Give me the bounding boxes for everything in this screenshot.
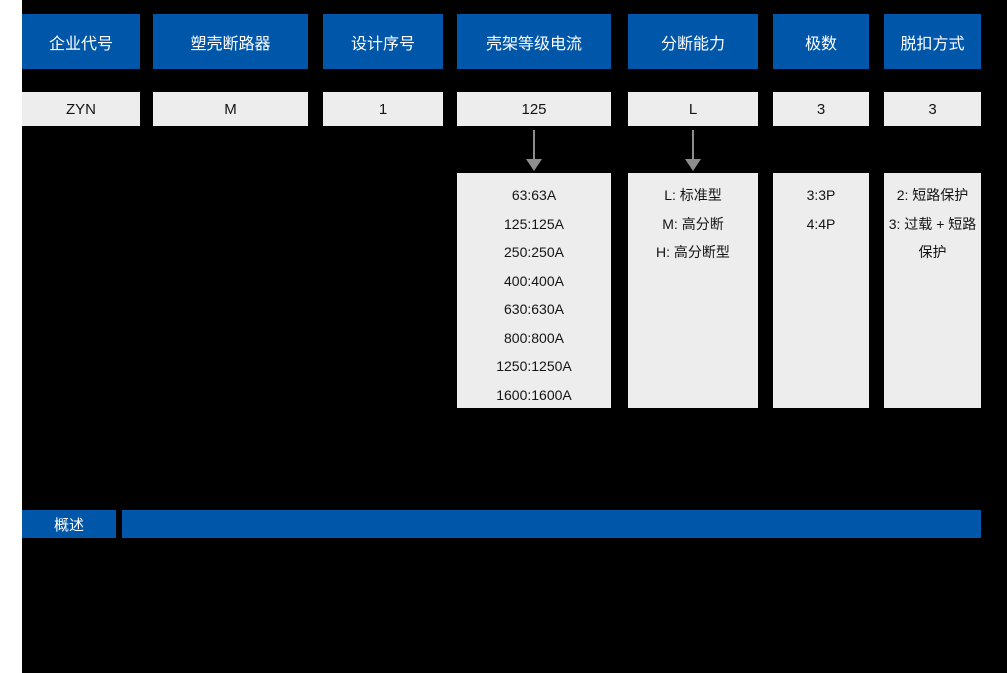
- options-box: 2: 短路保护 3: 过载 + 短路保护: [884, 173, 981, 408]
- column-value: ZYN: [22, 92, 140, 126]
- option-item: 3:3P: [806, 187, 836, 203]
- model-code-column: 脱扣方式 3 2: 短路保护 3: 过载 + 短路保护: [884, 0, 981, 673]
- model-code-column: 塑壳断路器 M: [153, 0, 308, 673]
- column-value: 3: [773, 92, 869, 126]
- option-item: 400:400A: [504, 272, 564, 289]
- section-header-bar: [122, 510, 981, 538]
- column-value: L: [628, 92, 758, 126]
- option-item: 250:250A: [504, 244, 564, 260]
- model-code-column: 极数 3 3:3P 4:4P: [773, 0, 869, 673]
- column-header: 企业代号: [22, 14, 140, 69]
- column-header: 极数: [773, 14, 869, 69]
- options-box: 3:3P 4:4P: [773, 173, 869, 408]
- column-value: M: [153, 92, 308, 126]
- column-header: 分断能力: [628, 14, 758, 69]
- model-code-column: 分断能力 L L: 标准型 M: 高分断 H: 高分断型: [628, 0, 758, 673]
- option-item: 630:630A: [504, 301, 564, 317]
- down-arrow-icon: [685, 130, 701, 171]
- column-header: 脱扣方式: [884, 14, 981, 69]
- options-box: 63:63A 125:125A 250:250A 400:400A 630:630A 80…: [457, 173, 611, 408]
- column-value: 3: [884, 92, 981, 126]
- option-item: 3: 过载 + 短路保护: [888, 215, 977, 261]
- model-code-column: 设计序号 1: [323, 0, 443, 673]
- column-header: 设计序号: [323, 14, 443, 69]
- column-value: 125: [457, 92, 611, 126]
- option-item: 2: 短路保护: [896, 187, 969, 203]
- option-item: 63:63A: [511, 187, 557, 203]
- model-code-column: 壳架等级电流 125 63:63A 125:125A 250:250A 400:400…: [457, 0, 611, 673]
- page-left-margin: [0, 0, 22, 673]
- option-item: 4:4P: [806, 215, 836, 232]
- option-item: 1600:1600A: [496, 386, 572, 403]
- tab-overview[interactable]: 概述: [22, 510, 116, 538]
- column-header: 塑壳断路器: [153, 14, 308, 69]
- down-arrow-icon: [526, 130, 542, 171]
- column-value: 1: [323, 92, 443, 126]
- option-item: L: 标准型: [664, 187, 722, 203]
- option-item: 800:800A: [504, 329, 564, 346]
- option-item: M: 高分断: [662, 215, 724, 232]
- option-item: H: 高分断型: [656, 244, 730, 260]
- option-item: 125:125A: [504, 215, 564, 232]
- options-box: L: 标准型 M: 高分断 H: 高分断型: [628, 173, 758, 408]
- model-code-column: 企业代号 ZYN: [22, 0, 140, 673]
- column-header: 壳架等级电流: [457, 14, 611, 69]
- option-item: 1250:1250A: [496, 358, 572, 374]
